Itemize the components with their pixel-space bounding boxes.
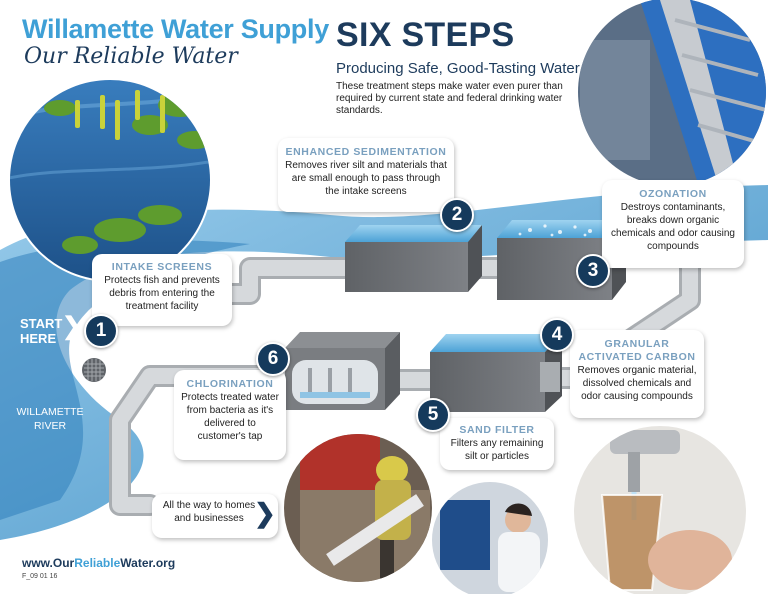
river-label: WILLAMETTE RIVER (14, 405, 86, 433)
photo-glass-of-water (572, 424, 748, 594)
step-card-granular-activated-carbon: GRANULAR ACTIVATED CARBON Removes organi… (570, 330, 704, 418)
step-title: ENHANCED SEDIMENTATION (285, 146, 447, 158)
step-description: Filters any remaining silt or particles (450, 438, 544, 462)
step-description: Protects fish and prevents debris from e… (104, 275, 220, 312)
step-title: OZONATION (639, 188, 707, 200)
intro-text: These treatment steps make water even pu… (336, 81, 563, 116)
step-description: Removes river silt and materials that ar… (285, 160, 447, 197)
homes-callout: All the way to homes and businesses (152, 494, 278, 538)
step-title: SAND FILTER (459, 424, 535, 436)
start-here-label: START HERE (20, 316, 62, 346)
brand-title: Willamette Water Supply (22, 14, 329, 44)
url-prefix: www.Our (22, 556, 75, 570)
step-description: Destroys contaminants, breaks down organ… (611, 202, 735, 252)
page-title: SIX STEPS (336, 16, 515, 54)
start-line1: START (20, 316, 63, 331)
tank-sedimentation (345, 225, 482, 292)
step-number-4: 4 (540, 318, 574, 352)
step-card-ozonation: OZONATION Destroys contaminants, breaks … (602, 180, 744, 268)
url-highlight: Reliable (74, 556, 121, 570)
step-card-enhanced-sedimentation: ENHANCED SEDIMENTATION Removes river sil… (278, 138, 454, 212)
step-number-3: 3 (576, 254, 610, 288)
chevron-right-icon: ❯ (254, 498, 276, 528)
step-card-chlorination: CHLORINATION Protects treated water from… (174, 370, 286, 460)
photo-firefighter (282, 432, 434, 584)
step-title-line2: ACTIVATED CARBON (578, 351, 696, 363)
document-code: F_09 01 16 (22, 573, 58, 580)
photo-treatment-basin (576, 0, 768, 188)
step-number-2: 2 (440, 198, 474, 232)
step-title: INTAKE SCREENS (111, 261, 213, 273)
step-card-intake-screens: INTAKE SCREENS Protects fish and prevent… (92, 254, 232, 326)
start-line2: HERE (20, 331, 57, 346)
brand-tagline: Our Reliable Water (24, 44, 238, 69)
step-number-6: 6 (256, 342, 290, 376)
photo-river-leaves (8, 78, 212, 282)
step-number-5: 5 (416, 398, 450, 432)
website-url[interactable]: www.OurReliableWater.org (22, 556, 175, 570)
step-title-line1: GRANULAR (604, 338, 670, 350)
step-description: Protects treated water from bacteria as … (181, 392, 279, 442)
river-label-line2: RIVER (33, 420, 67, 432)
tank-chlorination (285, 332, 400, 410)
step-number-1: 1 (84, 314, 118, 348)
river-label-line1: WILLAMETTE (16, 406, 84, 418)
step-description: Removes organic material, dissolved chem… (577, 365, 697, 402)
step-title: CHLORINATION (186, 378, 274, 390)
photo-lab-technician (430, 480, 550, 594)
page-subtitle: Producing Safe, Good-Tasting Water (336, 60, 580, 77)
intake-screen-mesh-icon (82, 358, 106, 382)
url-suffix: Water.org (120, 556, 176, 570)
step-card-sand-filter: SAND FILTER Filters any remaining silt o… (440, 418, 554, 470)
tank-carbon-filter (430, 334, 562, 412)
chevron-right-icon: ❯ (62, 313, 83, 340)
